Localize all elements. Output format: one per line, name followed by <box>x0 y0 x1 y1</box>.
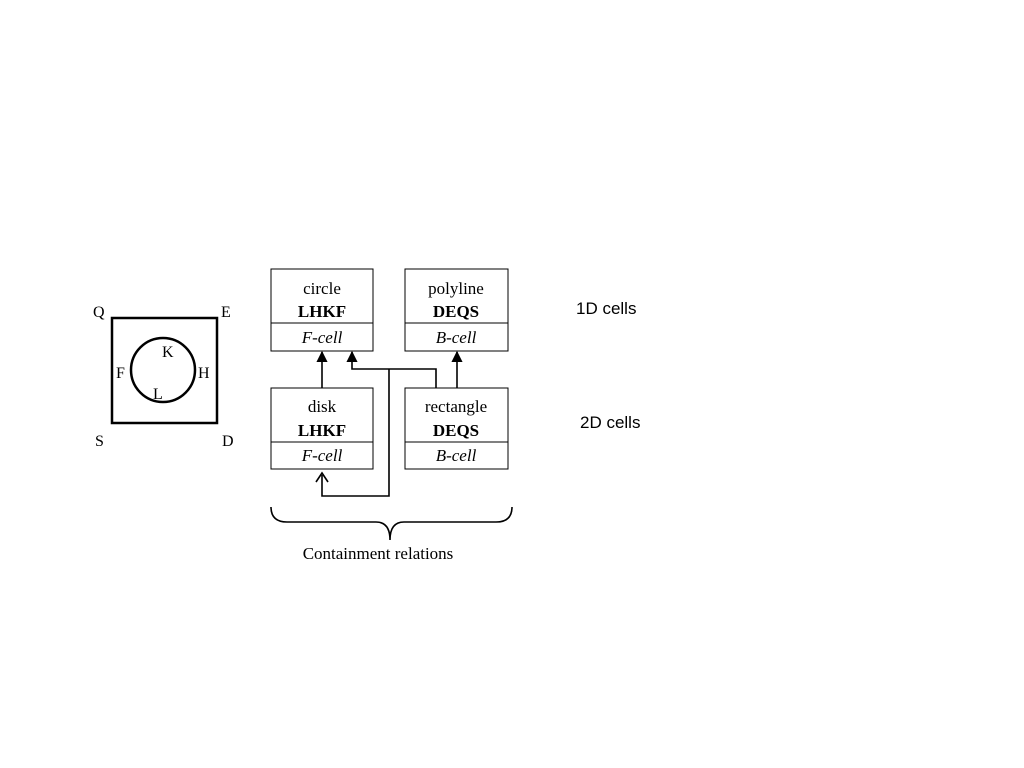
corner-label-q: Q <box>93 304 105 321</box>
cell-rectangle: rectangle DEQS B-cell <box>404 387 509 470</box>
spatial-figure: Q E S D K L F H <box>93 304 234 450</box>
containment-arrows <box>315 350 463 497</box>
open-arrowhead <box>315 471 329 483</box>
corner-label-d: D <box>222 433 234 450</box>
arrow-relation-to-disk <box>321 369 390 497</box>
row-label-2d: 2D cells <box>580 413 640 432</box>
cell-disk: disk LHKF F-cell <box>270 387 374 470</box>
diagram-caption: Containment relations <box>303 544 454 563</box>
cell-code: LHKF <box>298 302 346 321</box>
circle-label-h: H <box>198 365 210 382</box>
cell-name: circle <box>303 279 341 298</box>
inner-circle <box>129 336 197 404</box>
cell-name: disk <box>308 397 337 416</box>
circle-label-f: F <box>116 365 125 382</box>
cell-code: DEQS <box>433 302 479 321</box>
outer-square <box>110 316 219 425</box>
cell-code: DEQS <box>433 421 479 440</box>
grouping-brace <box>270 506 513 541</box>
cell-kind: F-cell <box>301 328 343 347</box>
cell-name: polyline <box>428 279 484 298</box>
cell-kind: F-cell <box>301 446 343 465</box>
circle-label-l: L <box>153 386 163 403</box>
cell-kind: B-cell <box>436 446 477 465</box>
cell-kind: B-cell <box>436 328 477 347</box>
cell-polyline: polyline DEQS B-cell <box>404 268 509 352</box>
arrow-rectangle-to-circle <box>346 350 437 388</box>
cell-code: LHKF <box>298 421 346 440</box>
circle-label-k: K <box>162 344 174 361</box>
cell-circle: circle LHKF F-cell <box>270 268 374 352</box>
corner-label-s: S <box>95 433 104 450</box>
corner-label-e: E <box>221 304 231 321</box>
row-label-1d: 1D cells <box>576 299 636 318</box>
cell-name: rectangle <box>425 397 487 416</box>
